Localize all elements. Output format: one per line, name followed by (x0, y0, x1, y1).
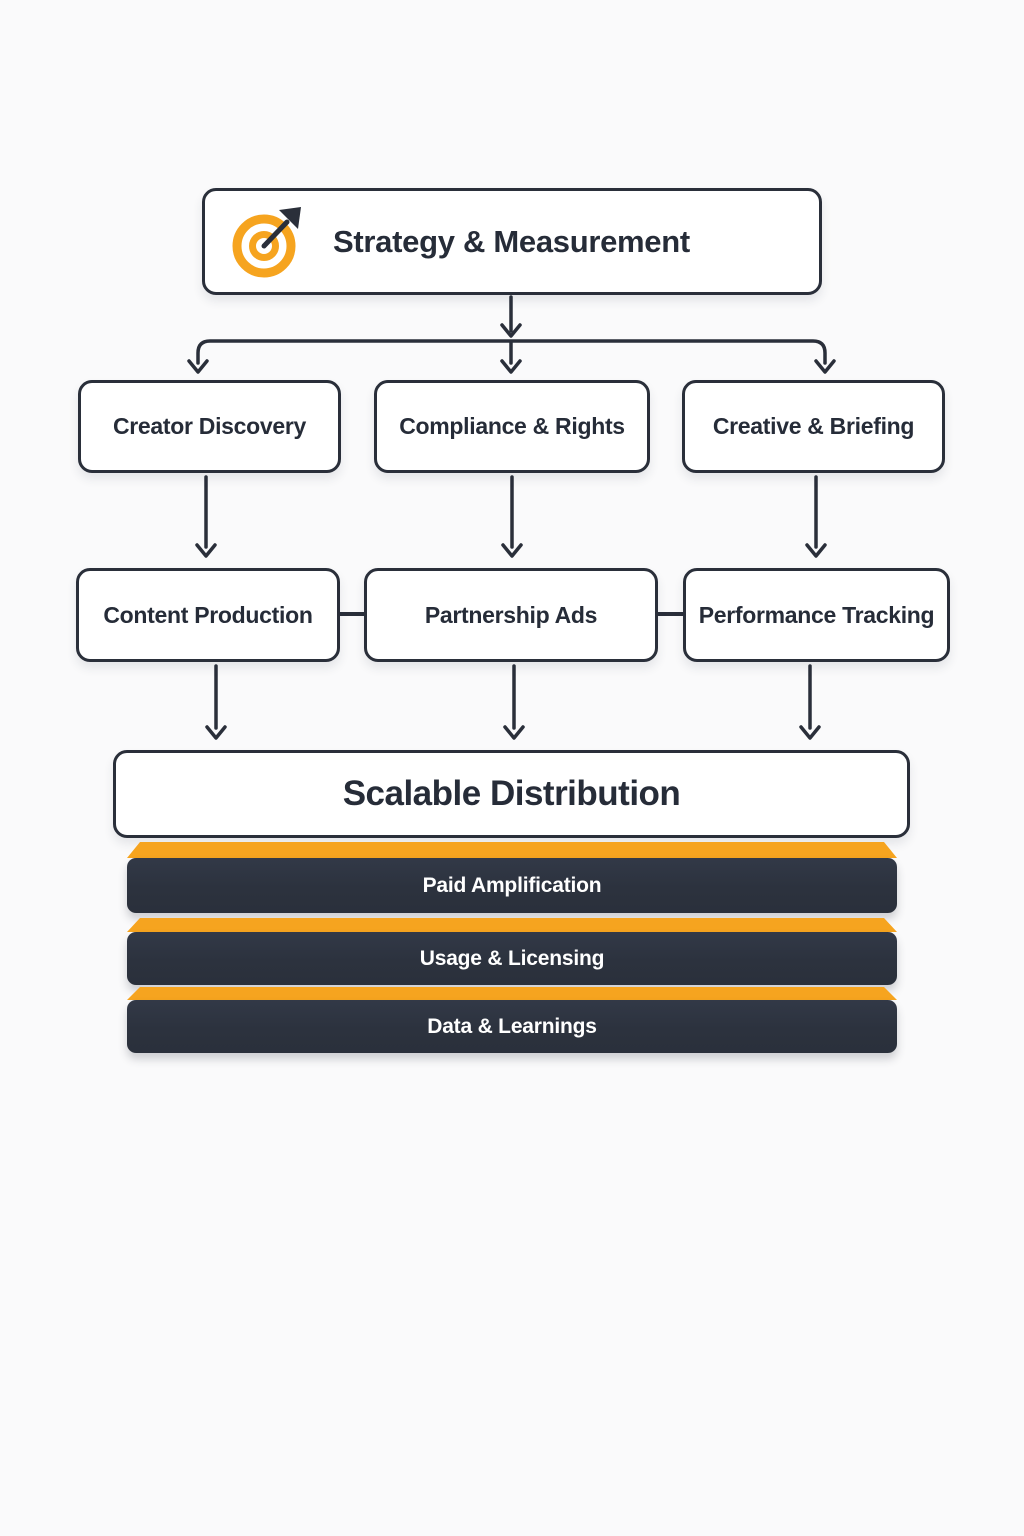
arrowhead (805, 543, 827, 558)
node-creative-briefing: Creative & Briefing (682, 380, 945, 473)
node-label: Partnership Ads (424, 601, 598, 628)
arrowhead (501, 543, 523, 558)
node-performance-tracking: Performance Tracking (683, 568, 950, 662)
node-scalable-distribution: Scalable Distribution (113, 750, 910, 838)
node-label: Performance Tracking (698, 601, 935, 628)
arrowhead (187, 359, 209, 374)
layer-top-face (127, 987, 897, 1000)
node-label: Content Production (103, 601, 313, 628)
node-label: Creator Discovery (112, 413, 307, 439)
layer-label: Data & Learnings (427, 1014, 597, 1038)
layer-paid-amplification: Paid Amplification (127, 858, 897, 913)
layer-data-learnings: Data & Learnings (127, 1000, 897, 1053)
node-label: Creative & Briefing (712, 413, 915, 439)
arrowhead (500, 323, 522, 338)
node-content-production: Content Production (76, 568, 340, 662)
layer-usage-licensing: Usage & Licensing (127, 932, 897, 985)
node-label: Compliance & Rights (399, 413, 625, 439)
arrowhead (500, 359, 522, 374)
arrowhead (195, 543, 217, 558)
node-label: Scalable Distribution (342, 774, 681, 813)
arrowhead (814, 359, 836, 374)
layer-top-face (127, 918, 897, 932)
target-icon (229, 204, 305, 280)
layer-label: Paid Amplification (422, 873, 602, 897)
node-compliance-rights: Compliance & Rights (374, 380, 650, 473)
branch-rail (196, 339, 827, 365)
arrowhead (799, 725, 821, 740)
node-strategy-measurement: Strategy & Measurement (202, 188, 822, 295)
arrowhead (205, 725, 227, 740)
arrowhead (503, 725, 525, 740)
node-creator-discovery: Creator Discovery (78, 380, 341, 473)
node-partnership-ads: Partnership Ads (364, 568, 658, 662)
node-label: Strategy & Measurement (333, 223, 690, 259)
layer-top-face (127, 842, 897, 858)
layer-label: Usage & Licensing (419, 946, 605, 970)
